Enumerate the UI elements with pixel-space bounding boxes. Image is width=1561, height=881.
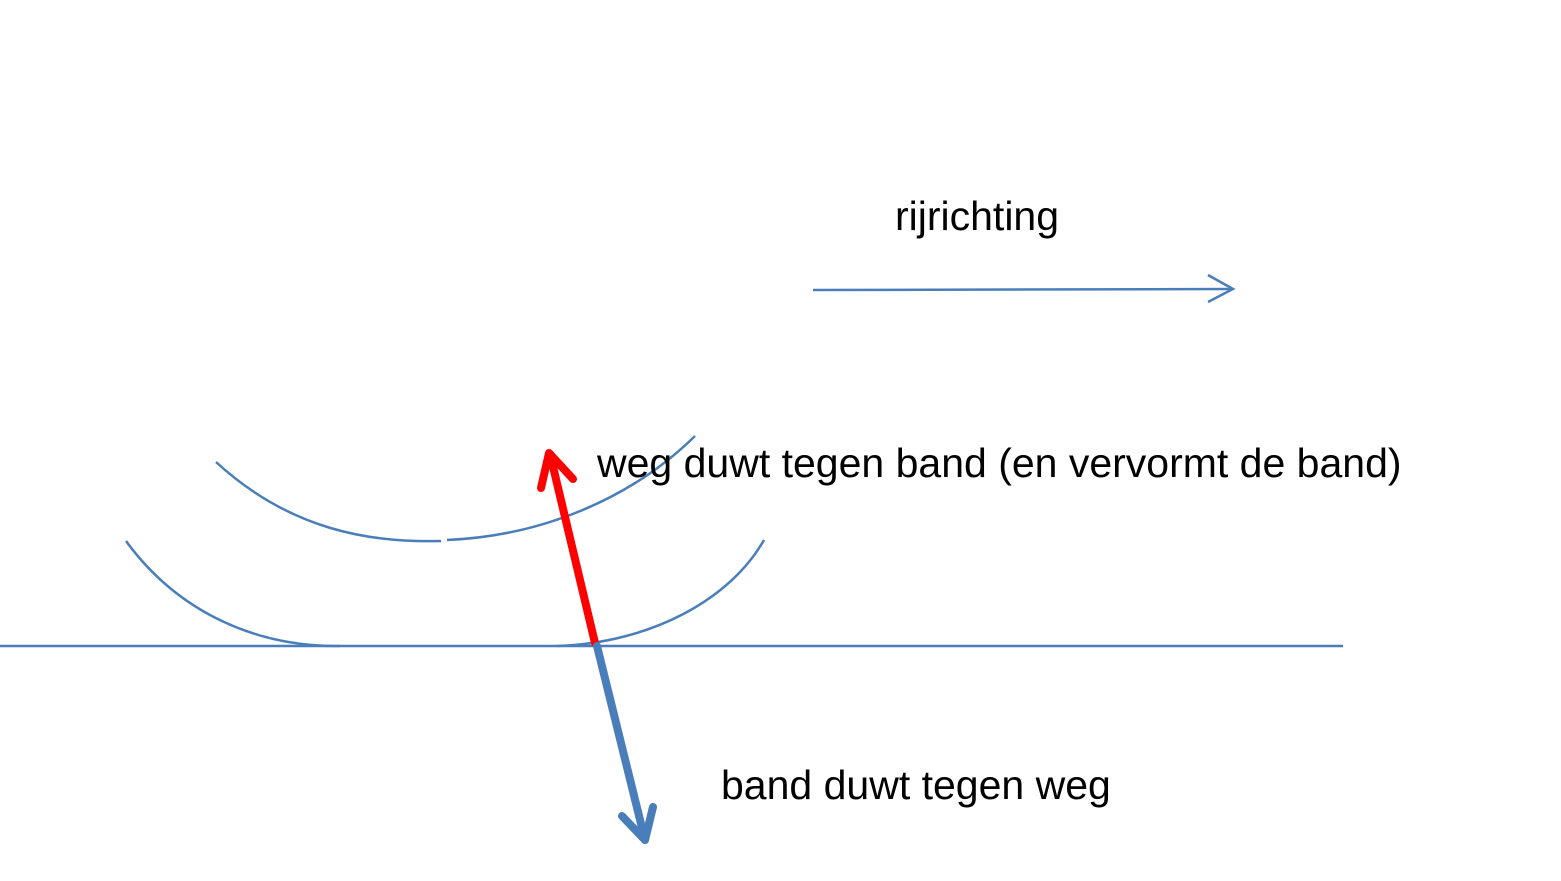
tire-force-label: band duwt tegen weg (721, 762, 1111, 808)
direction-arrow (812, 273, 1236, 304)
tire-arc-lower (124, 539, 766, 648)
tire-force-arrow (593, 642, 657, 844)
tire-arc-upper (215, 435, 696, 543)
road-force-arrow (537, 449, 599, 647)
direction-label: rijrichting (895, 193, 1060, 239)
road-force-label: weg duwt tegen band (en vervormt de band… (597, 440, 1402, 486)
